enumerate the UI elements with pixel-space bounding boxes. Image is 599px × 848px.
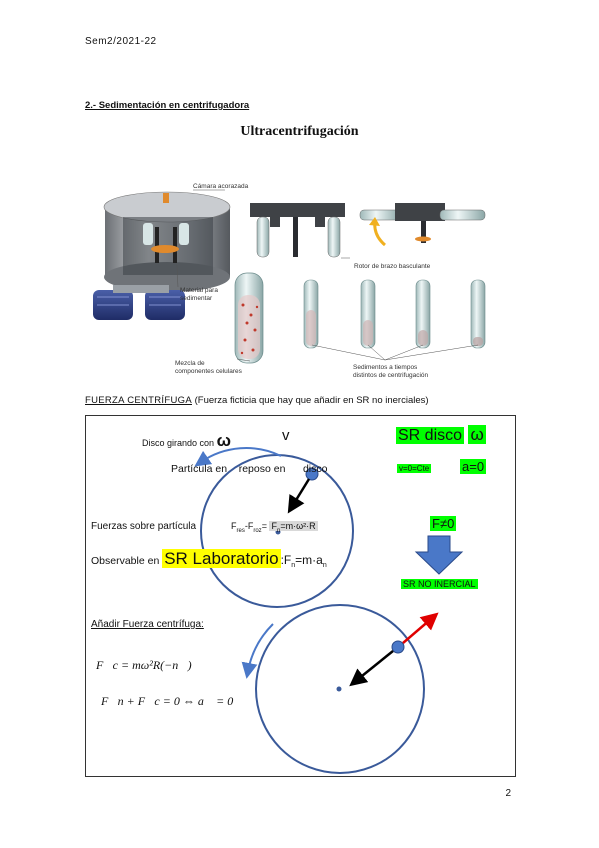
disc-lower xyxy=(255,604,425,774)
label-mezcla-2: componentes celulares xyxy=(175,368,243,375)
v0-label: v=0=Cte xyxy=(397,464,432,473)
omega-symbol: ω xyxy=(216,431,231,450)
rotation-arrow-lower xyxy=(241,623,274,679)
equation-centrifugal: F⃗c = mω²R(−n⃗) xyxy=(96,658,192,672)
f-not-zero-label: F≠0 xyxy=(430,516,457,531)
label-material-1: Material para xyxy=(180,287,218,294)
normal-force-arrow-upper xyxy=(287,478,311,514)
particle-upper xyxy=(305,467,319,481)
diagram-graphics xyxy=(194,447,464,774)
disco-girando-label: Disco girando con ω xyxy=(142,431,231,450)
fuerza-centrifuga-heading: FUERZA CENTRÍFUGA (Fuerza ficticia que h… xyxy=(85,395,429,406)
velocity-label: v xyxy=(282,427,290,444)
label-rotor: Rotor de brazo basculante xyxy=(354,263,431,270)
fuerza-centrifuga-note: (Fuerza ficticia que hay que añadir en S… xyxy=(191,395,429,406)
sr-laboratorio: SR Laboratorio xyxy=(162,549,281,568)
label-material-2: sedimentar xyxy=(180,295,213,302)
label-camara: Cámara acorazada xyxy=(193,183,249,190)
figure-title: Ultracentrifugación xyxy=(240,124,359,139)
sr-disco-label: SR disco ω xyxy=(396,425,486,444)
rotation-arrow-upper xyxy=(194,447,282,467)
swinging-rotor-right xyxy=(359,203,486,247)
label-sedimentos-2: distintos de centrifugación xyxy=(353,372,429,379)
fuerzas-label: Fuerzas sobre partícula xyxy=(91,521,197,532)
fn-formula: Fn=m·ω²·R xyxy=(269,521,318,534)
normal-force-arrow-lower xyxy=(349,650,394,687)
ultracentrifuge-figure: Cámara acorazada Material para sedimenta… xyxy=(93,183,486,379)
swinging-rotor-left xyxy=(250,203,345,258)
observable-label: Observable en SR Laboratorio:Fn=m·an xyxy=(91,549,327,570)
sr-no-inercial-label: SR NO INERCIAL xyxy=(401,579,478,589)
implication-arrow xyxy=(414,535,464,575)
anadir-label: Añadir Fuerza centrífuga: xyxy=(91,619,204,630)
centrifuge-chamber xyxy=(103,191,231,292)
page-number: 2 xyxy=(505,788,511,799)
centrifugal-force-diagram: Disco girando con ω v SR disco ω Partícu… xyxy=(85,415,516,777)
sediment-pointer-lines xyxy=(311,344,479,361)
sample-tubes xyxy=(234,272,486,364)
section-title: 2.- Sedimentación en centrifugadora xyxy=(85,100,250,111)
centrifugal-force-arrow xyxy=(402,612,439,644)
disc-center-lower xyxy=(336,686,342,692)
centrifuge-motors xyxy=(93,285,185,320)
label-sedimentos-1: Sedimentos a tiempos xyxy=(353,364,418,371)
label-mezcla-1: Mezcla de xyxy=(175,360,205,367)
fuerza-centrifuga-title: FUERZA CENTRÍFUGA xyxy=(85,395,192,406)
particula-reposo-label: Partícula en reposo en disco xyxy=(171,463,328,475)
particle-lower xyxy=(391,640,405,654)
page-header: Sem2/2021-22 xyxy=(85,36,157,47)
equation-equilibrium: F⃗n + F⃗c = 0 ⇔ a⃗ = 0⃗ xyxy=(101,694,243,708)
fres-froz-eq: Fres-Froz= Fn=m·ω²·R xyxy=(231,521,318,534)
a0-label: a=0 xyxy=(460,459,487,474)
